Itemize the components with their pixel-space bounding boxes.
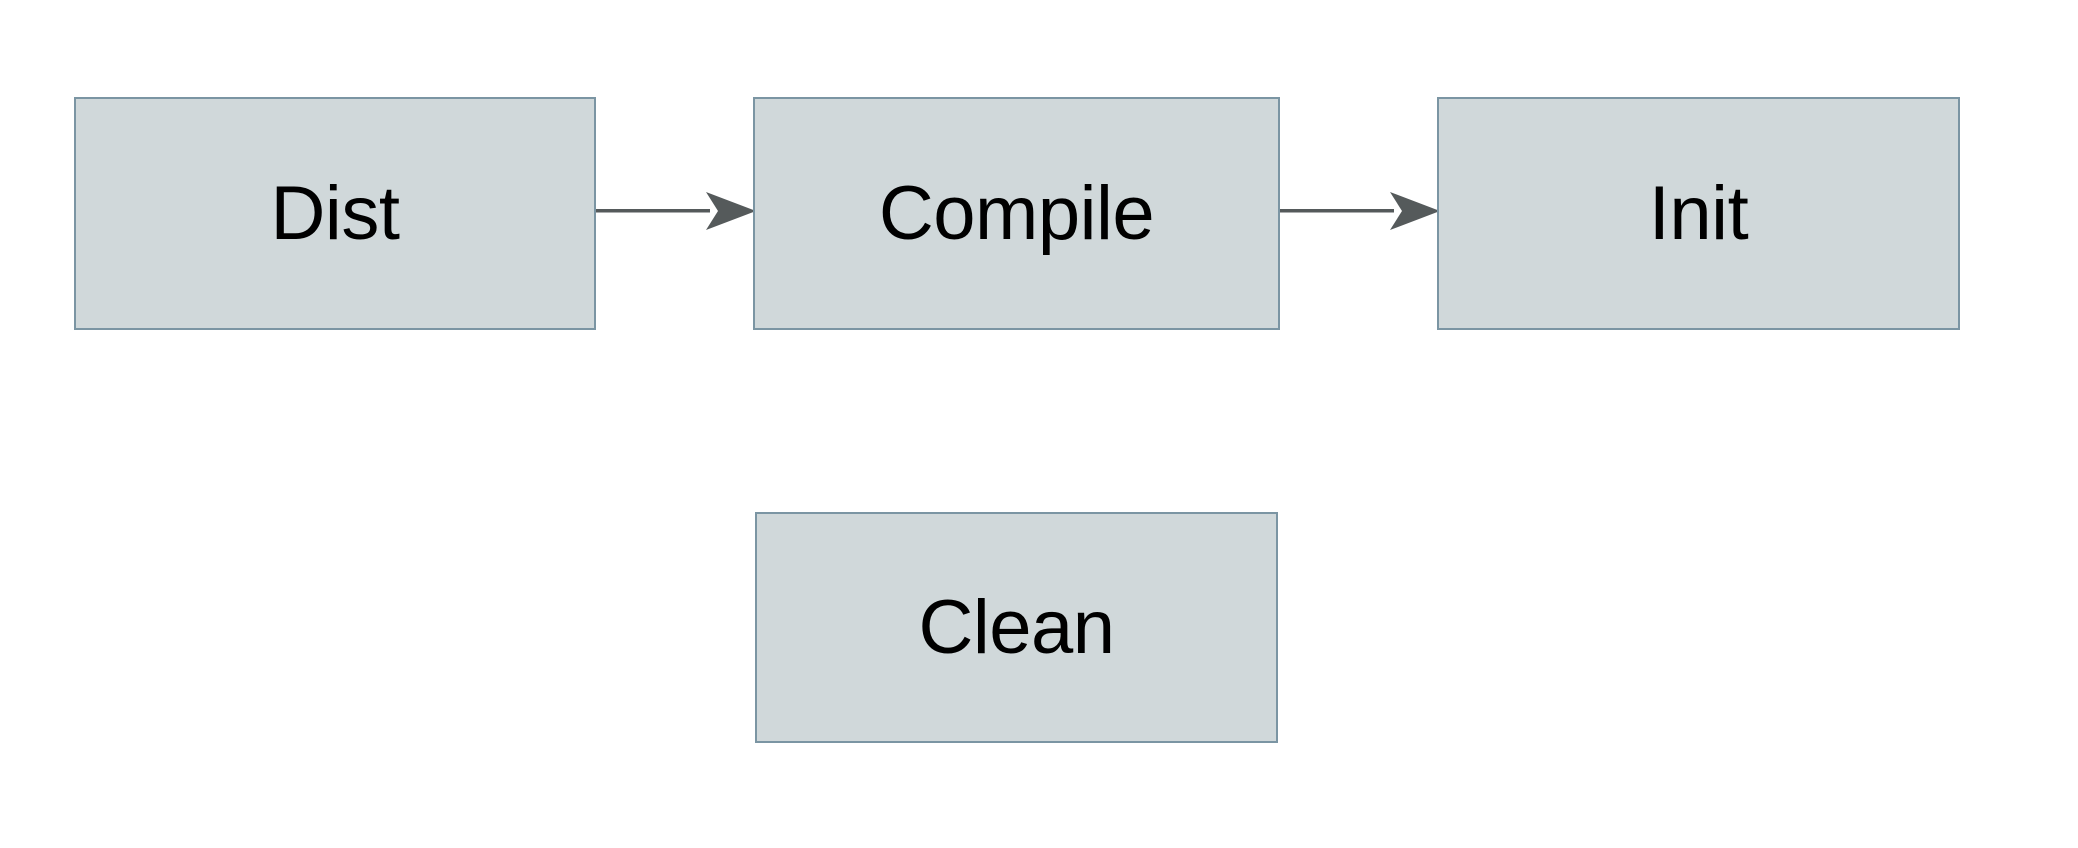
node-clean[interactable]: Clean bbox=[755, 512, 1278, 743]
edge-dist-to-compile[interactable] bbox=[594, 190, 756, 236]
node-init-label: Init bbox=[1648, 170, 1749, 256]
node-compile[interactable]: Compile bbox=[753, 97, 1280, 330]
node-init[interactable]: Init bbox=[1437, 97, 1960, 330]
edge-compile-to-init[interactable] bbox=[1278, 190, 1440, 236]
node-dist[interactable]: Dist bbox=[74, 97, 596, 330]
node-compile-label: Compile bbox=[878, 170, 1155, 256]
node-clean-label: Clean bbox=[918, 584, 1115, 670]
node-dist-label: Dist bbox=[270, 170, 400, 256]
arrow-icon bbox=[596, 192, 756, 230]
arrow-icon bbox=[1280, 192, 1440, 230]
